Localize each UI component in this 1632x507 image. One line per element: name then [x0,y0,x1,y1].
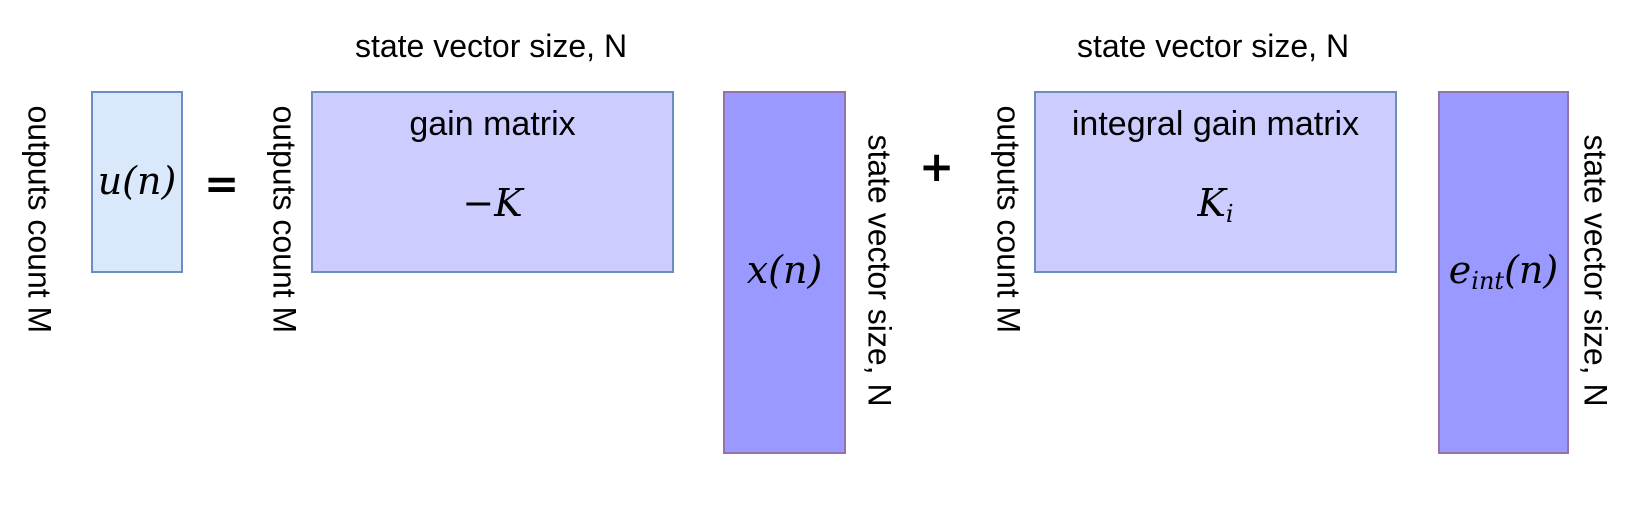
gain-matrix-title: gain matrix [409,105,576,143]
integral-error-argument: (n) [1504,248,1559,292]
state-vector-size-label-top-2: state vector size, N [1076,28,1350,64]
output-vector-math: u(n) [97,159,177,203]
integral-gain-symbol: K [1197,181,1226,225]
outputs-count-label-3: outputs count M [990,105,1027,334]
state-vector-box: x(n) [723,91,846,454]
integral-error-symbol: e [1448,248,1472,292]
outputs-count-label-2: outputs count M [266,105,303,334]
integral-error-math: eint(n) [1436,248,1571,295]
gain-matrix-box: gain matrix −K [311,91,674,273]
state-vector-math: x(n) [746,248,823,292]
gain-matrix-math: −K [462,181,523,225]
plus-operator: + [919,142,955,191]
state-vector-size-label-top-1: state vector size, N [354,28,628,64]
state-vector-size-label-side-2: state vector size, N [1577,134,1614,407]
output-vector-box: u(n) [91,91,183,273]
outputs-count-label-1: outputs count M [21,105,58,334]
equals-operator: = [204,159,240,208]
state-vector-size-label-side-1: state vector size, N [861,134,898,407]
integral-gain-matrix-box: integral gain matrix Ki [1034,91,1397,273]
integral-gain-subscript: i [1225,200,1234,228]
integral-gain-matrix-title: integral gain matrix [1071,105,1360,143]
integral-error-box: eint(n) [1438,91,1569,454]
integral-gain-matrix-math: Ki [1036,181,1395,228]
integral-error-subscript: int [1471,267,1505,295]
